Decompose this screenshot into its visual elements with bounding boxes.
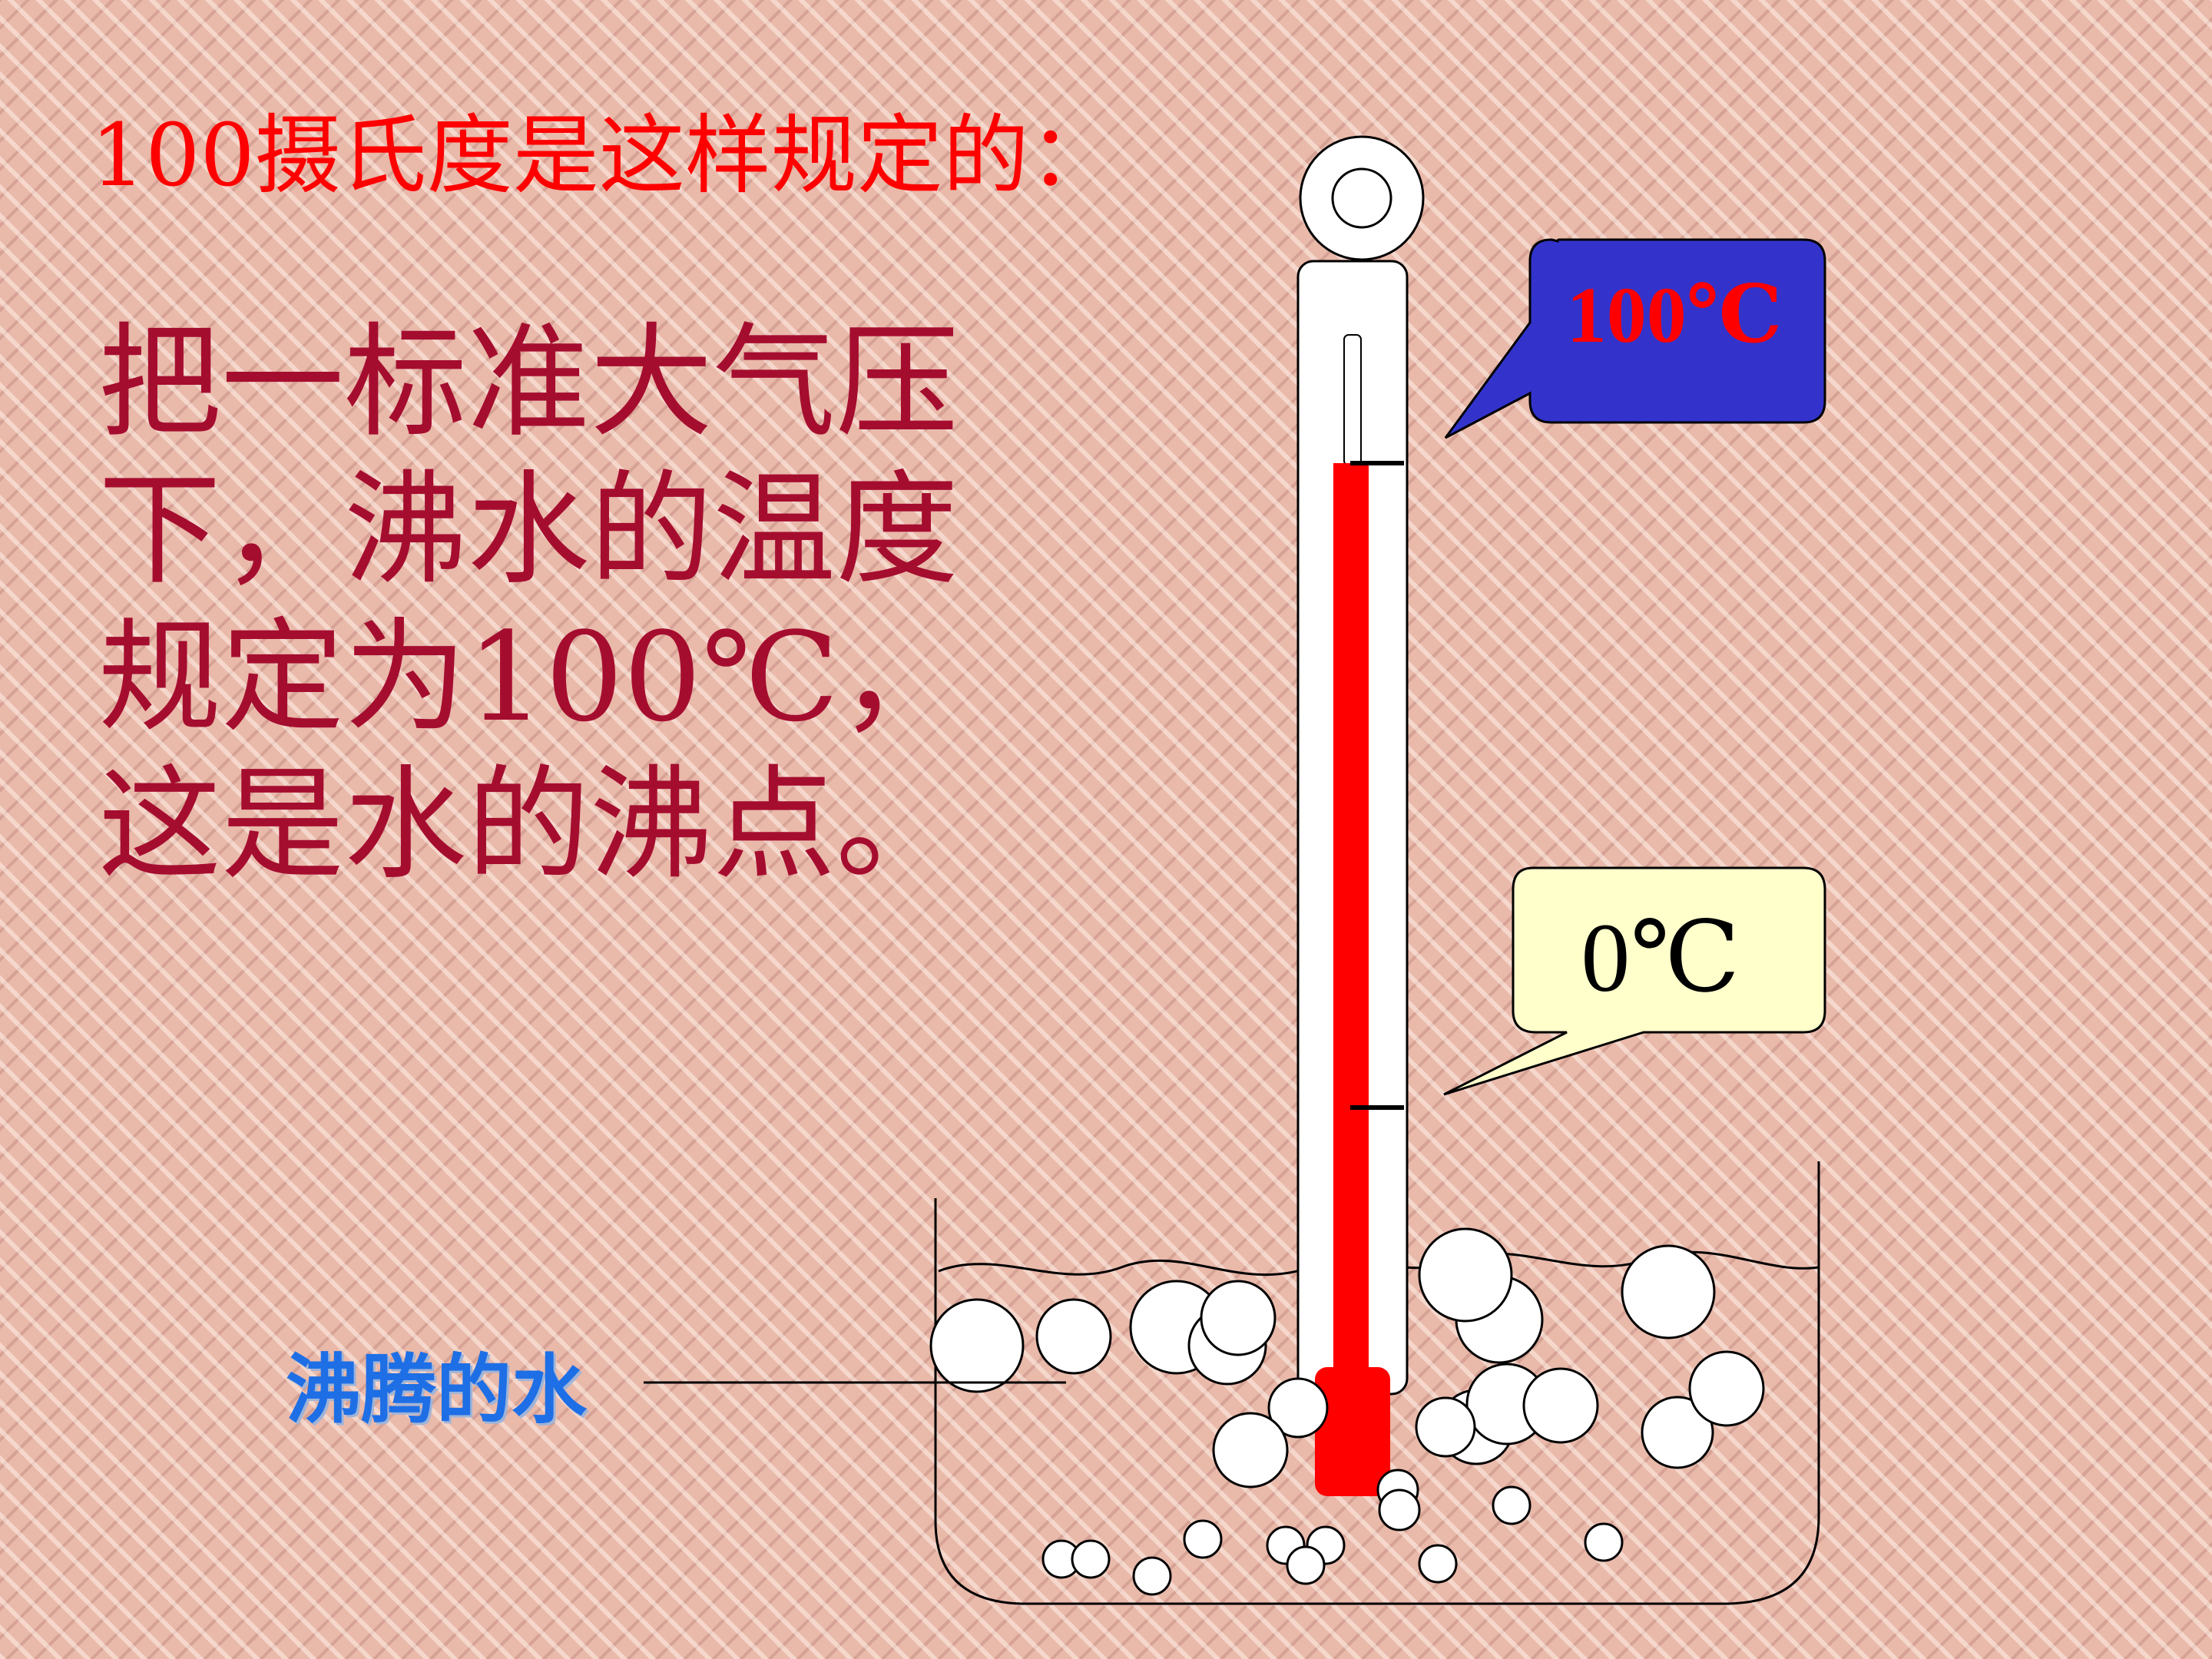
bubble-icon [1641,1396,1714,1469]
callout-0: 0℃ [1443,866,1826,1096]
thermometer-hanger-ring [1299,135,1425,261]
bubbles-back [929,1227,1765,1469]
mercury-column [1333,463,1369,1385]
bubble-icon [929,1298,1025,1393]
bubble-icon [1212,1412,1289,1488]
callout-100: 100℃ [1444,238,1826,439]
bubble-icon [1267,1377,1329,1439]
callout-0-text: 0℃ [1581,903,1740,1012]
callout-100-text: 100℃ [1567,271,1783,359]
bubble-icon [1071,1539,1111,1579]
water-label: 沸腾的水 [286,1346,588,1434]
definition-line-4: 这是水的沸点。 [98,753,959,896]
definition-line-1: 把一标准大气压 [98,310,959,454]
slide-heading: 100摄氏度是这样规定的： [91,106,1115,206]
bubble-icon [1584,1522,1624,1562]
bubble-icon [1621,1244,1716,1339]
bubble-icon [1418,1544,1458,1584]
bubble-icon [1418,1227,1513,1323]
definition-text: 把一标准大气压 下，沸水的温度 规定为100℃， 这是水的沸点。 [98,309,1005,899]
bubble-icon [1132,1556,1172,1596]
bubble-icon [1183,1519,1223,1559]
thermometer-icon [1296,135,1425,1496]
bubbles-front [1041,1377,1624,1596]
bubble-icon [1492,1485,1532,1525]
bubble-icon [1035,1298,1112,1375]
thermometer-capillary [1343,334,1362,466]
bubble-icon [1200,1280,1277,1356]
mercury-bulb [1315,1367,1390,1496]
definition-line-2: 下，沸水的温度 [98,458,959,601]
bubble-icon [1286,1545,1326,1585]
bubble-icon [1415,1396,1476,1458]
bubble-icon [1522,1367,1599,1444]
bubble-icon [1378,1488,1421,1532]
definition-line-3: 规定为100℃， [98,605,962,749]
bubble-icon [1688,1350,1765,1427]
